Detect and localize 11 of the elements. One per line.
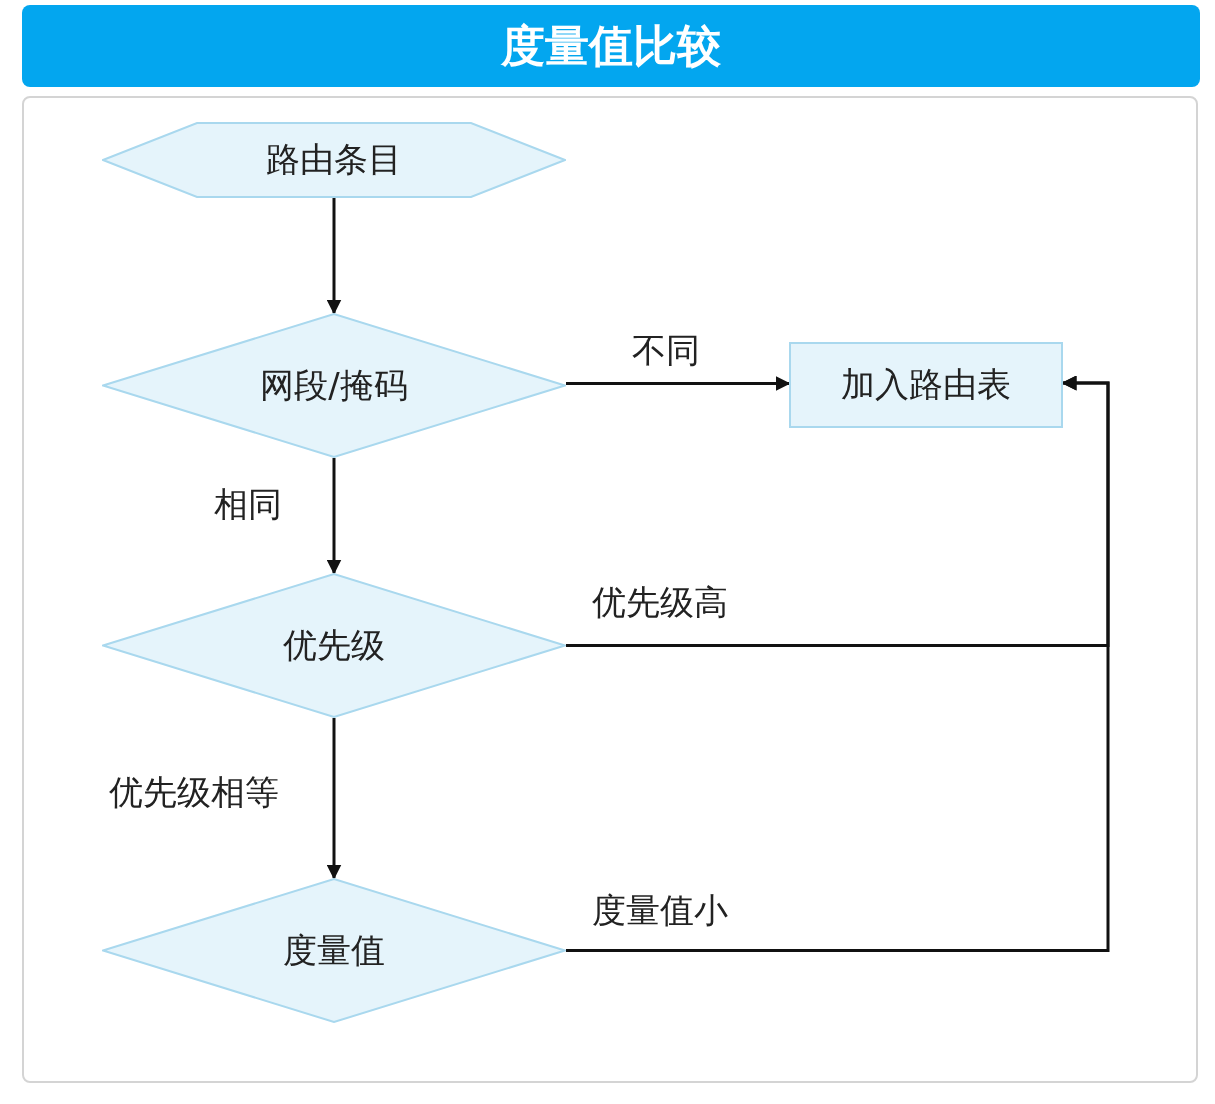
decision-diamond: 优先级 (102, 573, 566, 718)
decision-diamond: 网段/掩码 (102, 313, 566, 458)
arrow (326, 198, 342, 315)
arrow (566, 376, 791, 391)
arrow (326, 718, 342, 880)
arrow (566, 375, 1110, 952)
title-banner: 度量值比较 (22, 5, 1200, 87)
process-box: 加入路由表 (789, 342, 1063, 428)
arrow (326, 458, 342, 575)
start-hexagon: 路由条目 (102, 122, 566, 198)
decision-diamond: 度量值 (102, 878, 566, 1023)
